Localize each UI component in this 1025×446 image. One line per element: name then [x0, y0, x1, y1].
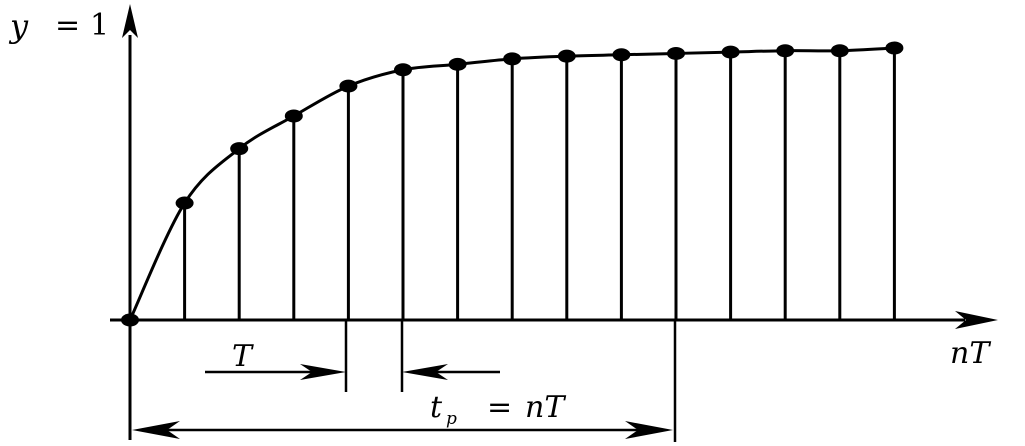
sample-dot-13 [830, 44, 849, 58]
x-axis-label: nT [950, 336, 991, 371]
period-right-arrowhead [402, 364, 448, 380]
sample-dot-4 [339, 79, 358, 93]
y-axis-arrow [122, 4, 138, 38]
sample-dot-8 [557, 49, 576, 63]
settling-time-value: nT [525, 390, 566, 425]
sample-dots [121, 41, 904, 327]
settling-time-t: t [430, 390, 443, 425]
period-label: T [232, 339, 254, 374]
sample-dot-3 [284, 109, 303, 123]
sample-stems [183, 48, 896, 320]
settling-time-left-arrowhead [132, 421, 180, 439]
y-axis-label: y [8, 7, 29, 45]
sample-dot-14 [885, 41, 904, 55]
sample-dot-10 [667, 46, 685, 60]
y-value: 1 [90, 8, 109, 43]
settling-time-right-arrowhead [625, 421, 673, 439]
sample-dot-7 [503, 52, 522, 66]
sample-dot-2 [230, 142, 249, 156]
sample-dot-11 [721, 45, 740, 59]
sample-dot-12 [776, 44, 795, 58]
settling-time-subscript: p [446, 409, 457, 429]
sample-dot-1 [175, 196, 194, 210]
sample-dot-9 [612, 48, 631, 62]
sample-dot-6 [448, 57, 467, 71]
sample-dot-5 [394, 63, 412, 77]
settling-time-equals: = [487, 390, 512, 425]
sample-dot-0 [121, 313, 139, 327]
x-axis-arrow [955, 311, 998, 329]
period-left-arrowhead [300, 364, 346, 380]
y-equals-sign: = [55, 8, 80, 43]
